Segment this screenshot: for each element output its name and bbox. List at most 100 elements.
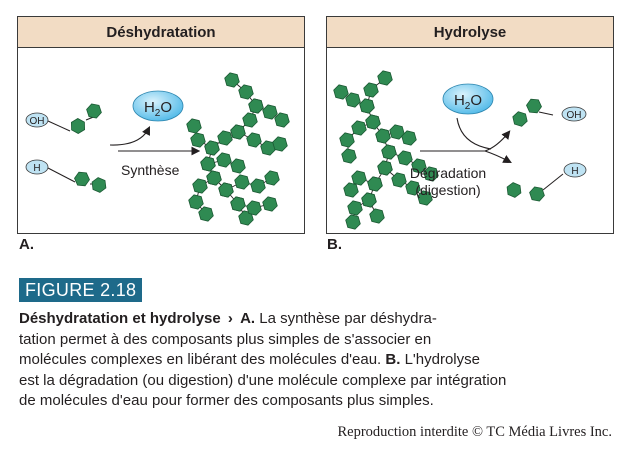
monomer-hexagon — [397, 150, 413, 166]
water-molecule — [132, 90, 184, 122]
panel-dehydration-title: Déshydratation — [18, 17, 304, 48]
monomer-hexagon — [74, 171, 90, 187]
monomer-hexagon — [200, 156, 216, 172]
monomer-hexagon — [246, 132, 262, 148]
monomer-hexagon — [192, 178, 208, 194]
monomer-hexagon — [188, 194, 204, 210]
monomer-hexagon — [262, 104, 278, 120]
monomer-hexagon — [377, 70, 393, 86]
monomer-hexagon — [242, 112, 258, 128]
caption-line: La synthèse par déshydra- — [259, 310, 437, 327]
monomer-hexagon — [345, 214, 361, 230]
dehydration-diagram: OH H Synthèse H2O — [25, 72, 290, 226]
monomer-hexagon — [230, 196, 246, 212]
h-label: H — [571, 166, 578, 177]
figure-caption: Déshydratation et hydrolyse › A. La synt… — [19, 309, 539, 412]
monomer-hexagon — [391, 172, 407, 188]
monomer-hexagon — [341, 148, 357, 164]
monomer-hexagon — [218, 182, 234, 198]
copyright-notice: Reproduction interdite © TC Média Livres… — [337, 424, 612, 440]
monomer-hexagon — [351, 170, 367, 186]
monomer-hexagon — [250, 178, 266, 194]
panel-hydrolysis-title: Hydrolyse — [327, 17, 613, 48]
monomer-hexagon — [234, 174, 250, 190]
panel-a-letter: A. — [19, 236, 34, 253]
digestion-label: (digestion) — [415, 182, 480, 198]
monomer-hexagon — [230, 124, 246, 140]
panel-hydrolysis: Hydrolyse H2O Dégradation (digestion) OH… — [326, 16, 614, 234]
monomer-hexagon — [417, 190, 433, 206]
monomer-hexagon — [351, 120, 367, 136]
monomer-hexagon — [359, 98, 375, 114]
h-bubble — [563, 162, 587, 178]
monomer-hexagon — [246, 200, 262, 216]
degradation-label: Dégradation — [410, 165, 486, 181]
monomer-hexagon — [217, 130, 233, 146]
figure-label: FIGURE 2.18 — [19, 278, 143, 302]
monomer-hexagon — [272, 136, 288, 152]
monomer-hexagon — [365, 114, 381, 130]
oh-label: OH — [567, 110, 582, 121]
monomer-hexagon — [361, 192, 377, 208]
monomer-hexagons — [70, 72, 290, 226]
monomer-hexagon — [381, 144, 397, 160]
water-molecule — [442, 83, 494, 115]
caption-title: Déshydratation et hydrolyse — [19, 310, 221, 327]
monomer-hexagon — [389, 124, 405, 140]
monomer-hexagon — [186, 118, 202, 134]
h-bubble — [25, 159, 49, 175]
monomer-hexagon — [529, 186, 545, 202]
monomer-hexagon — [190, 132, 206, 148]
caption-line: tation permet à des composants plus simp… — [19, 330, 432, 348]
monomer-hexagon — [369, 208, 385, 224]
monomer-hexagon — [230, 158, 246, 174]
monomer-hexagon — [401, 130, 417, 146]
monomer-hexagon — [216, 152, 232, 168]
monomer-hexagon — [526, 98, 542, 114]
oh-label: OH — [30, 116, 45, 127]
monomer-hexagon — [70, 118, 86, 134]
monomer-hexagon — [204, 140, 220, 156]
monomer-hexagon — [238, 84, 254, 100]
monomer-hexagon — [345, 92, 361, 108]
monomer-hexagon — [411, 158, 427, 174]
monomer-hexagon — [347, 200, 363, 216]
monomer-hexagon — [506, 182, 522, 198]
monomer-hexagon — [363, 82, 379, 98]
caption-part-b-label: B. — [385, 351, 401, 368]
caption-part-a-label: A. — [240, 310, 256, 327]
monomer-hexagon — [248, 98, 264, 114]
monomer-hexagon — [206, 170, 222, 186]
caption-marker: › — [227, 310, 233, 327]
monomer-hexagon — [262, 196, 278, 212]
monomer-hexagon — [333, 84, 349, 100]
monomer-hexagon — [224, 72, 240, 88]
monomer-hexagon — [367, 176, 383, 192]
monomer-hexagon — [343, 182, 359, 198]
h-label: H — [33, 163, 40, 174]
caption-line: de molécules d'eau pour former des compo… — [19, 392, 434, 409]
caption-line: molécules complexes en libérant des molé… — [19, 351, 382, 368]
panel-b-letter: B. — [327, 236, 342, 253]
polymer-hexagons — [333, 70, 545, 230]
monomer-hexagon — [274, 112, 290, 128]
monomer-hexagon — [423, 166, 439, 182]
monomer-hexagon — [91, 177, 107, 193]
caption-line: est la dégradation (ou digestion) d'une … — [19, 371, 507, 389]
monomer-hexagon — [86, 103, 102, 119]
water-label: H2O — [144, 99, 172, 119]
synthesis-label: Synthèse — [121, 162, 180, 178]
caption-line: L'hydrolyse — [404, 351, 480, 368]
monomer-hexagon — [405, 180, 421, 196]
monomer-hexagon — [339, 132, 355, 148]
monomer-hexagon — [198, 206, 214, 222]
monomer-hexagon — [512, 111, 528, 127]
monomer-hexagon — [377, 160, 393, 176]
oh-bubble — [561, 106, 587, 122]
water-label: H2O — [454, 92, 482, 112]
hydrolysis-diagram: H2O Dégradation (digestion) OH H — [333, 70, 587, 230]
monomer-hexagon — [375, 128, 391, 144]
panel-dehydration: Déshydratation OH H Synthèse H2O — [17, 16, 305, 234]
oh-bubble — [25, 112, 49, 128]
monomer-hexagon — [264, 170, 280, 186]
